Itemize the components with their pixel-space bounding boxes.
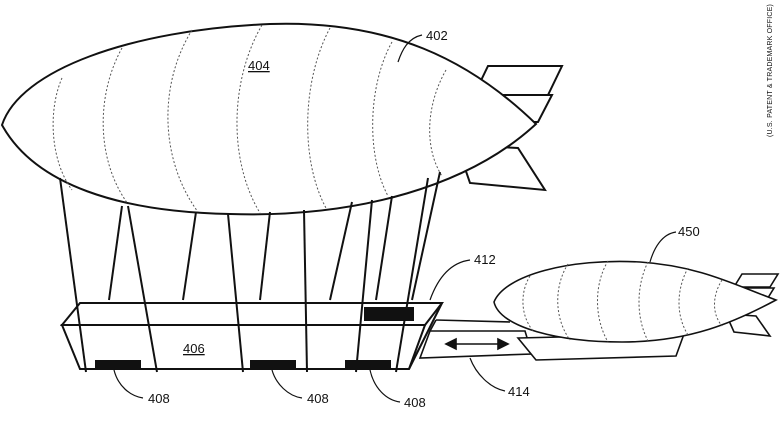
shuttle-airship xyxy=(493,260,780,361)
label-406: 406 xyxy=(183,341,205,356)
label-402: 402 xyxy=(426,28,448,43)
main-airship xyxy=(0,22,564,216)
label-412: 412 xyxy=(474,252,496,267)
shuttle-upper-fin xyxy=(732,273,780,288)
transfer-double-arrow xyxy=(444,337,510,351)
label-404: 404 xyxy=(248,58,270,73)
main-gore-lines xyxy=(52,24,447,214)
label-408-middle: 408 xyxy=(307,391,329,406)
gondola-side-edge xyxy=(408,302,443,370)
label-450: 450 xyxy=(678,224,700,239)
fulfillment-center xyxy=(59,302,445,370)
shuttle-envelope xyxy=(493,260,778,343)
main-envelope xyxy=(0,22,538,216)
port-412 xyxy=(364,307,414,321)
bay-408-left xyxy=(95,360,141,370)
shuttle-gore-lines xyxy=(522,260,723,343)
label-408-left: 408 xyxy=(148,391,170,406)
credit-text: (U.S. PATENT & TRADEMARK OFFICE) xyxy=(767,4,774,137)
label-414: 414 xyxy=(508,384,530,399)
label-408-right: 408 xyxy=(404,395,426,410)
suspension-cables xyxy=(59,171,441,373)
transfer-channel xyxy=(418,319,534,359)
bay-408-right xyxy=(345,360,391,370)
leader-lines xyxy=(113,34,677,403)
bay-408-middle xyxy=(250,360,296,370)
